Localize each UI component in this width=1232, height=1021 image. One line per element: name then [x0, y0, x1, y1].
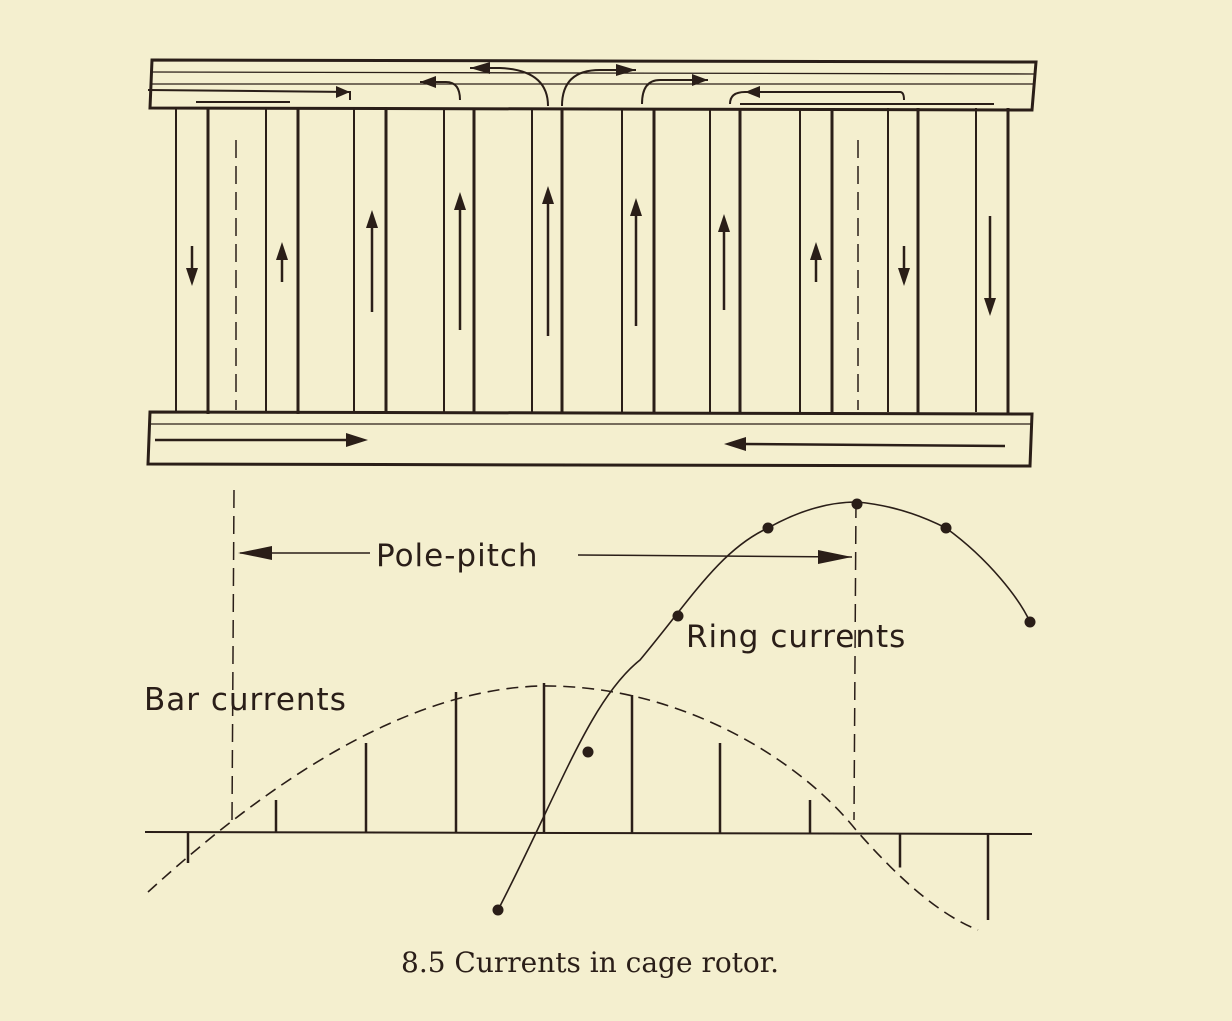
- pole-pitch-dimension: Pole-pitch: [231, 140, 859, 821]
- ring-current-point: [672, 610, 684, 622]
- bar-current-envelope: [147, 685, 979, 931]
- bar-currents-label: Bar currents: [144, 682, 347, 718]
- arrow-head: [420, 76, 436, 88]
- ring-currents-label: Ring currents: [686, 619, 906, 655]
- arrow-head: [692, 74, 708, 86]
- top-ring-outline: [148, 58, 1038, 112]
- ring-current-curve: [497, 501, 1031, 911]
- ring-current-path: [561, 69, 636, 107]
- arrow-head: [718, 214, 730, 232]
- arrow-head: [346, 433, 368, 447]
- arrow-head: [616, 64, 636, 76]
- arrow-head: [238, 546, 272, 560]
- arrow-head: [542, 186, 554, 204]
- bottom-ring-outline: [146, 410, 1034, 468]
- ring-current-path: [420, 81, 461, 101]
- top-ring-line: [151, 71, 1035, 75]
- arrow-head: [336, 86, 350, 98]
- arrow-head: [984, 298, 996, 316]
- arrow-head: [366, 210, 378, 228]
- pole-line-right: [853, 499, 857, 821]
- arrow-head: [470, 62, 490, 74]
- figure-caption: 8.5 Currents in cage rotor.: [401, 946, 779, 979]
- ring-current-point: [492, 904, 504, 916]
- ring-current-point: [851, 498, 863, 510]
- ring-current-point: [940, 522, 952, 534]
- top-end-ring: [147, 58, 1038, 112]
- ring-current-point: [762, 522, 774, 534]
- plot-axis: [144, 831, 1033, 835]
- bottom-end-ring: [146, 410, 1034, 468]
- arrow-head: [745, 86, 760, 98]
- ring-current-point: [582, 746, 594, 758]
- pole-pitch-arrow-right: [577, 554, 853, 558]
- ring-current-path: [641, 79, 708, 105]
- pole-pitch-label: Pole-pitch: [376, 538, 539, 574]
- ring-current-point: [1024, 616, 1036, 628]
- rotor-bars: [175, 108, 1010, 414]
- arrow-head: [276, 242, 288, 260]
- arrow-head: [724, 437, 746, 451]
- arrow-head: [898, 268, 910, 286]
- ring-currents-plot: Ring currents: [492, 498, 1036, 916]
- ring-current-arrow: [741, 442, 1006, 448]
- ring-current-path: [470, 67, 549, 107]
- bar-current-stems: [186, 683, 990, 920]
- arrow-head: [810, 242, 822, 260]
- ring-current-path: [729, 91, 905, 105]
- arrow-head: [186, 268, 198, 286]
- bar-currents-plot: Bar currents: [144, 682, 1033, 931]
- arrow-head: [630, 198, 642, 216]
- ring-current-path: [147, 89, 351, 100]
- arrow-head: [818, 550, 852, 564]
- arrow-head: [454, 192, 466, 210]
- pole-line-left: [231, 489, 235, 821]
- ring-current-points: [492, 498, 1036, 916]
